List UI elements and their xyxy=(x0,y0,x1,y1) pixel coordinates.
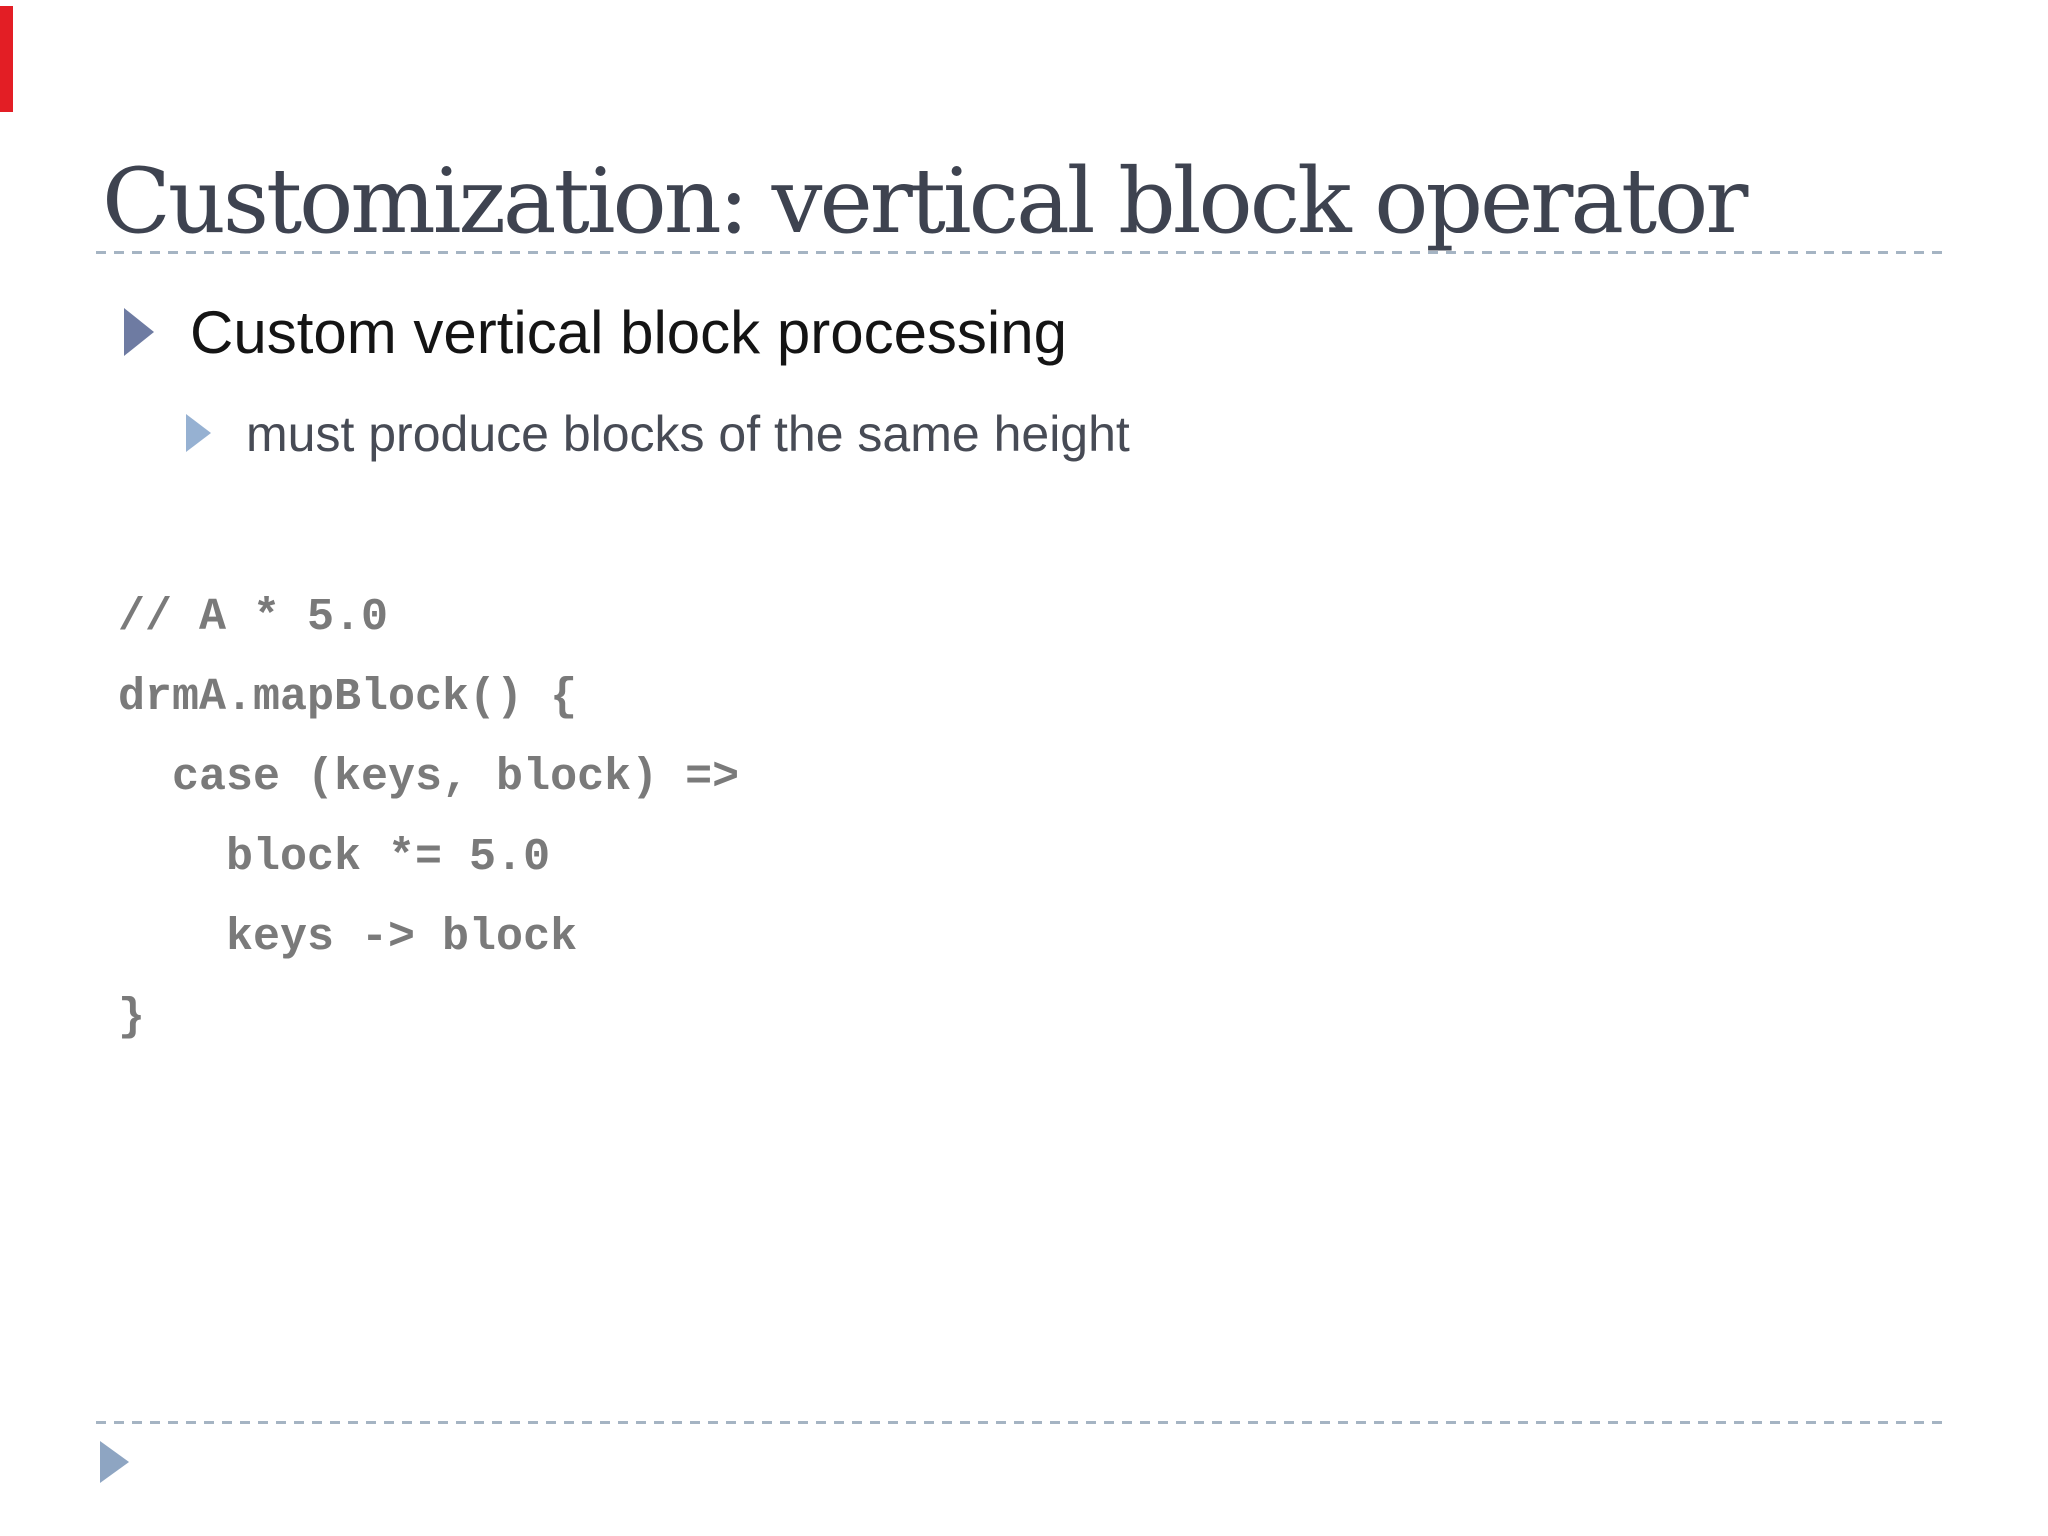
code-line: drmA.mapBlock() { xyxy=(118,672,578,723)
red-marker-bar xyxy=(0,6,13,112)
code-line: block *= 5.0 xyxy=(118,832,551,883)
bullet-level2-text: must produce blocks of the same height xyxy=(246,406,1130,462)
title-divider-dashed-line xyxy=(96,251,1948,254)
bullet-triangle-icon xyxy=(124,308,154,356)
code-line: case (keys, block) => xyxy=(118,752,740,803)
code-line: keys -> block xyxy=(118,912,578,963)
slide-footer-triangle-icon xyxy=(100,1441,129,1483)
code-block: // A * 5.0 drmA.mapBlock() { case (keys,… xyxy=(118,578,739,1058)
slide-title: Customization: vertical block operator xyxy=(102,149,1748,254)
sub-bullet-triangle-icon xyxy=(186,414,211,452)
footer-divider-dashed-line xyxy=(96,1421,1948,1424)
bullet-level1-text: Custom vertical block processing xyxy=(190,299,1068,366)
code-line: // A * 5.0 xyxy=(118,592,389,643)
code-line: } xyxy=(118,992,146,1043)
